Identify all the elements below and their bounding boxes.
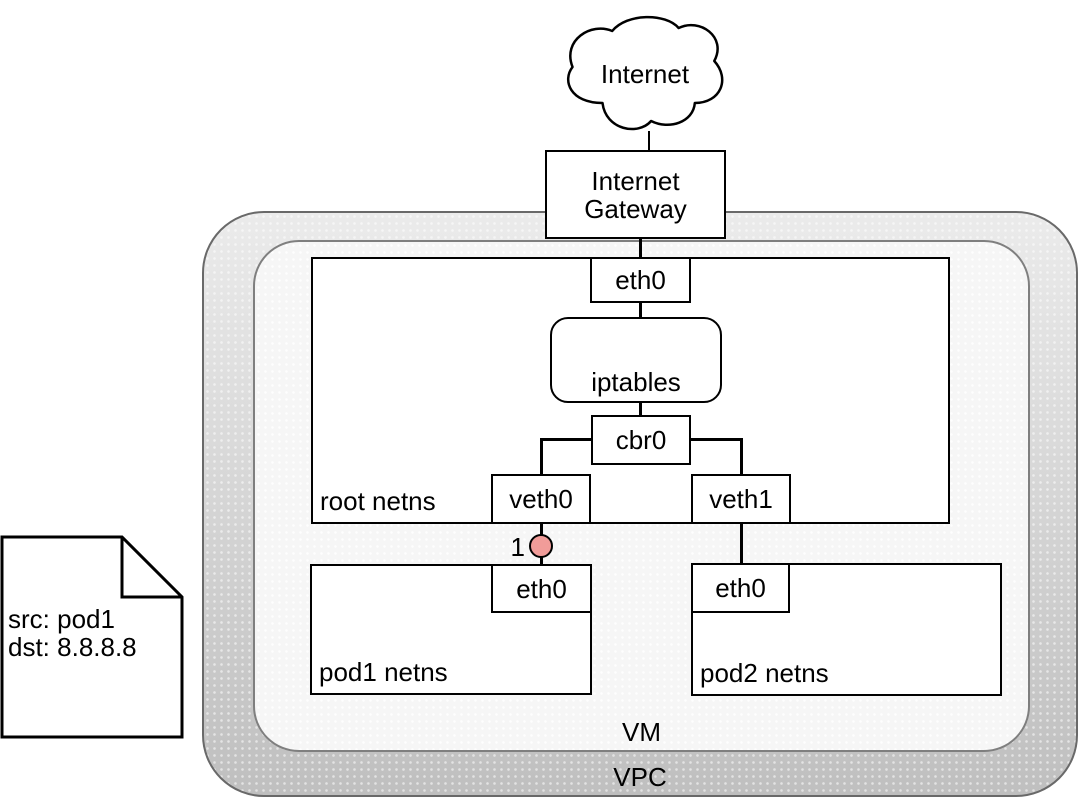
internet-gateway-label-line2: Gateway <box>584 193 687 224</box>
internet-gateway-label-line1: Internet <box>591 165 680 196</box>
iptables-node: iptables <box>550 317 722 403</box>
edge-eth0-to-iptables <box>639 302 642 319</box>
internet-cloud-icon <box>567 15 724 131</box>
packet-note-dst: dst: 8.8.8.8 <box>8 632 137 662</box>
packet-note-text: src: pod1 dst: 8.8.8.8 <box>8 605 137 661</box>
packet-note-shape <box>0 535 184 739</box>
internet-gateway-node: Internet Gateway <box>545 150 726 239</box>
internet-cloud-label: Internet <box>600 59 690 89</box>
step-marker-label: 1 <box>510 532 525 562</box>
edge-veth1-to-pod2-eth0 <box>740 522 743 565</box>
edge-cbr0-to-veth1-horizontal <box>690 438 743 441</box>
vpc-label: VPC <box>613 762 667 792</box>
edge-cbr0-to-veth0-vertical <box>540 438 543 476</box>
edge-cloud-to-gateway <box>647 131 650 152</box>
cbr0-label: cbr0 <box>615 425 667 455</box>
veth1-label: veth1 <box>709 484 773 514</box>
iptables-label: iptables <box>591 367 681 397</box>
pod2-eth0-node: eth0 <box>691 563 790 613</box>
veth1-node: veth1 <box>691 474 791 524</box>
pod2-netns-label: pod2 netns <box>700 658 829 688</box>
edge-cbr0-to-veth1-vertical <box>740 438 743 476</box>
root-eth0-label: eth0 <box>615 265 666 295</box>
pod2-eth0-label: eth0 <box>715 573 766 603</box>
root-eth0-node: eth0 <box>590 257 691 303</box>
step-marker-dot <box>529 534 553 558</box>
edge-gateway-to-eth0 <box>639 237 642 259</box>
vm-label: VM <box>622 717 661 747</box>
pod1-eth0-node: eth0 <box>491 564 592 613</box>
cbr0-node: cbr0 <box>591 415 691 465</box>
packet-note-src: src: pod1 <box>8 604 115 634</box>
pod1-netns-label: pod1 netns <box>319 657 448 687</box>
edge-cbr0-to-veth0-horizontal <box>540 438 593 441</box>
pod1-eth0-label: eth0 <box>516 573 567 604</box>
edge-iptables-to-cbr0 <box>639 401 642 417</box>
veth0-node: veth0 <box>491 474 591 524</box>
root-netns-label: root netns <box>320 486 436 516</box>
veth0-label: veth0 <box>509 484 573 514</box>
